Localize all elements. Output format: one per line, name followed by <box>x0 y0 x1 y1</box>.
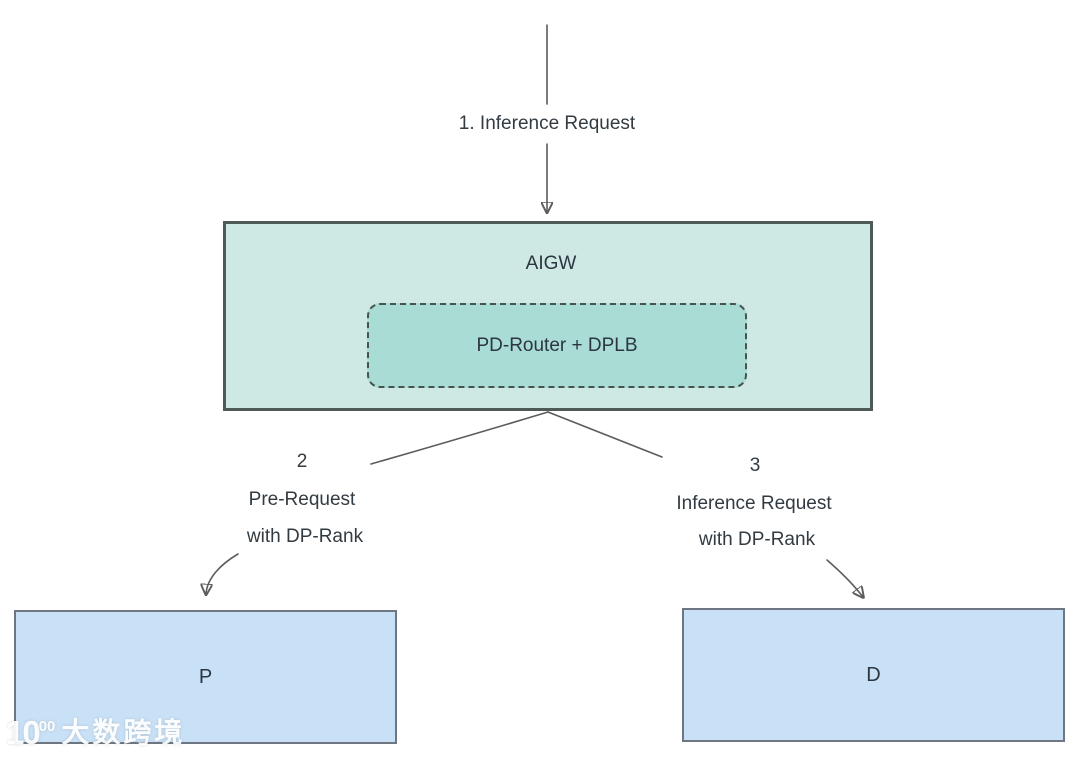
decode-node-label: D <box>866 663 881 686</box>
aigw-title: AIGW <box>525 253 577 274</box>
step2-text-line1: Pre-Request <box>248 489 356 510</box>
step3-text-line1: Inference Request <box>676 493 832 514</box>
branch-line-right <box>547 411 663 458</box>
aigw-box: AIGW PD-Router + DPLB <box>223 221 873 411</box>
step2-text-line2: with DP-Rank <box>246 526 364 547</box>
pd-router-box: PD-Router + DPLB <box>367 303 747 388</box>
step3-text-line2: with DP-Rank <box>698 529 816 550</box>
arrow-to-decode-node <box>826 559 863 597</box>
branch-line-left <box>370 411 549 465</box>
arrow-to-prefill-node <box>206 553 239 594</box>
prefill-node-label: P <box>198 665 213 688</box>
prefill-node-box: P <box>14 610 397 744</box>
step1-label: 1. Inference Request <box>458 113 636 134</box>
step2-number: 2 <box>296 451 308 472</box>
step3-number: 3 <box>749 455 761 476</box>
decode-node-box: D <box>682 608 1065 742</box>
pd-router-label: PD-Router + DPLB <box>476 334 638 356</box>
